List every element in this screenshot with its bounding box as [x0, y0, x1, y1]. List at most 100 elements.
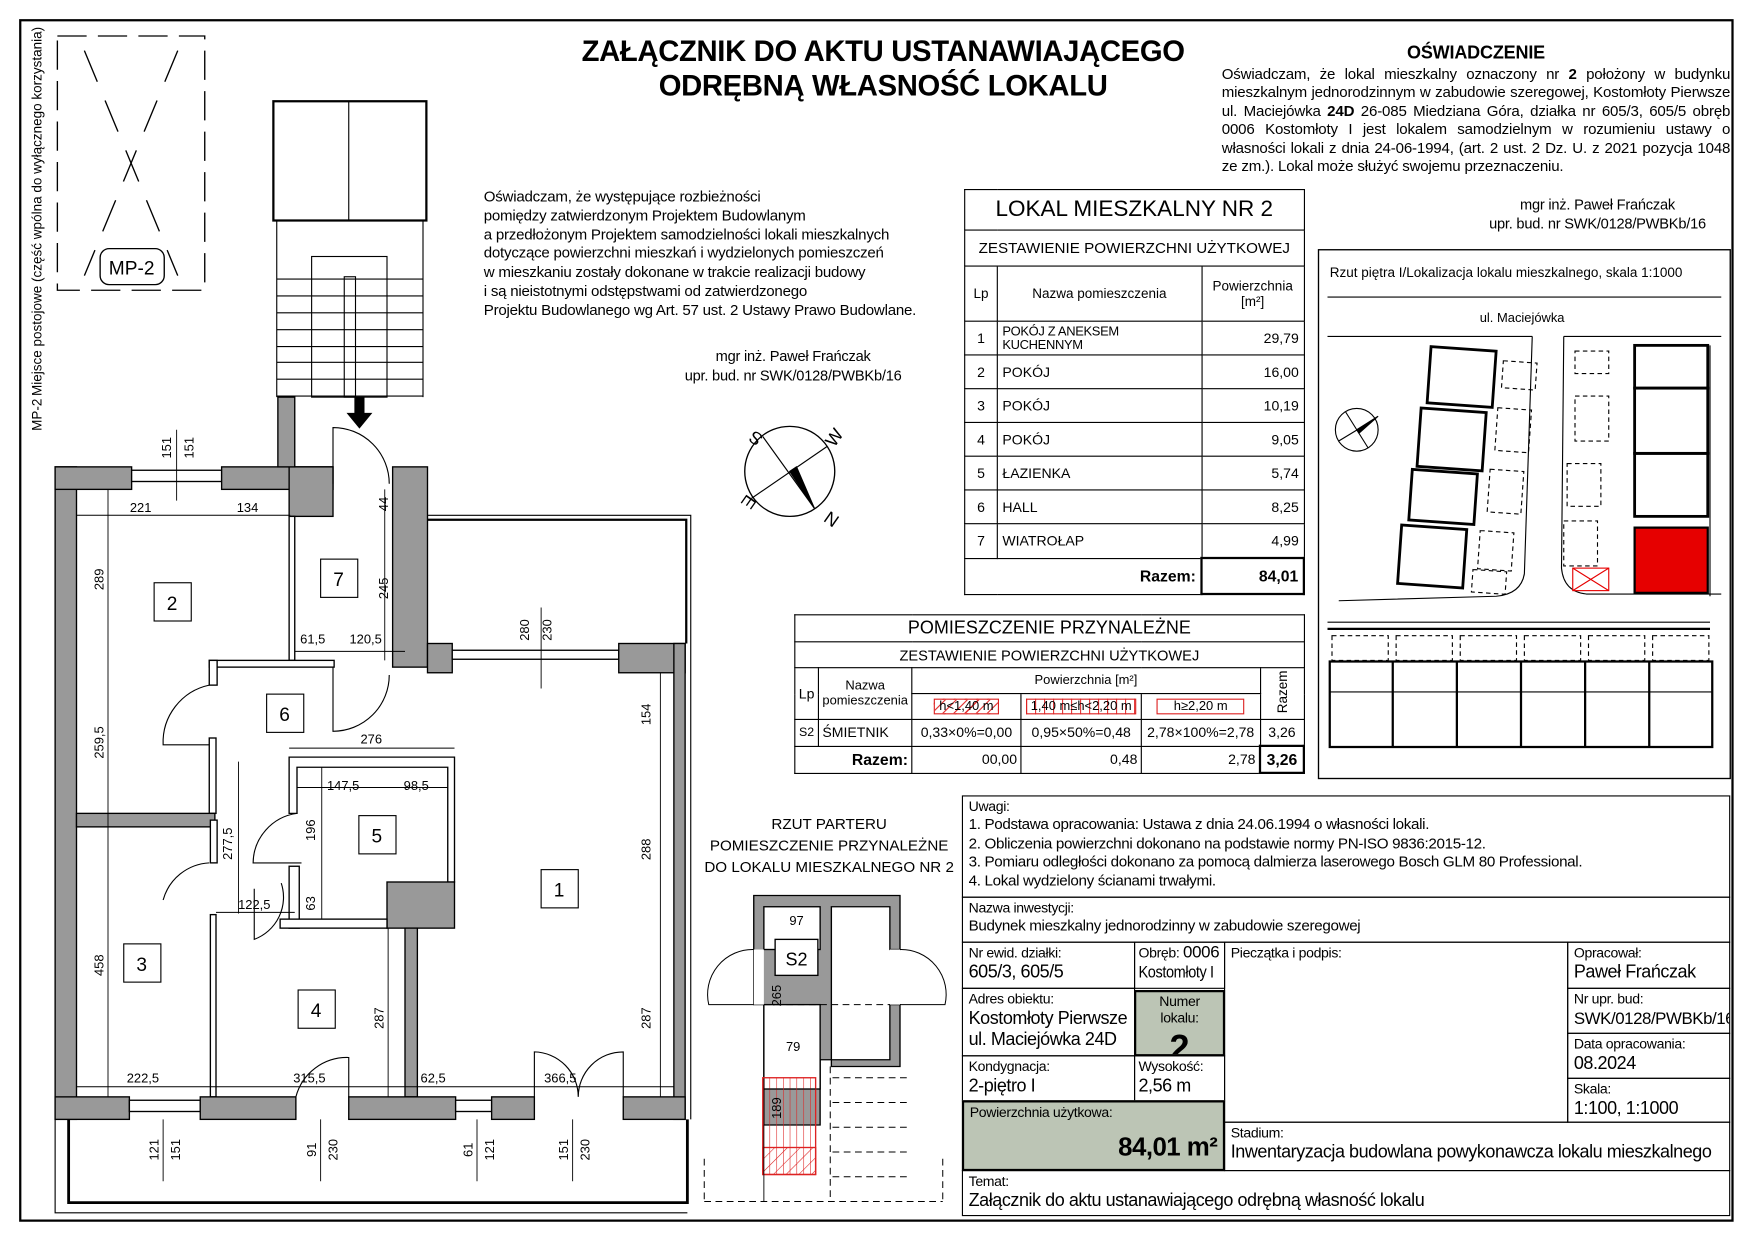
- floor-plan: [54, 396, 686, 1121]
- dim-label: 221: [130, 500, 152, 515]
- row-name: POKÓJ Z ANEKSEM KUCHENNYM: [996, 320, 1203, 356]
- stamp-label: Pieczątka i podpis:: [1230, 945, 1342, 961]
- statement-license: upr. bud. nr SWK/0128/PWBKb/16: [1489, 214, 1706, 232]
- room-label-7: 7: [333, 570, 344, 591]
- row-area: 5,74: [1200, 455, 1305, 491]
- dimension-lines: [76, 429, 674, 1182]
- aux-col-area: Powierzchnia [m²]: [911, 667, 1261, 695]
- declaration-block: Oświadczam, że występujące rozbieżności …: [484, 188, 934, 320]
- dim-label: 458: [92, 954, 107, 976]
- aux-total-h3: 2,78: [1140, 745, 1261, 774]
- room-label-2: 2: [167, 594, 178, 615]
- site-plan-title: Rzut piętra I/Lokalizacja lokalu mieszka…: [1330, 265, 1683, 280]
- row-area: 16,00: [1200, 354, 1305, 390]
- statement-house-number: 24D: [1327, 102, 1355, 120]
- row-area: 9,05: [1200, 421, 1305, 457]
- aux-row-h3: 2,78×100%=2,78: [1140, 718, 1261, 747]
- aux-col-lp: Lp: [794, 667, 819, 720]
- aux-table-subtitle: ZESTAWIENIE POWIERZCHNI UŻYTKOWEJ: [794, 641, 1305, 669]
- parking-label-box: [99, 247, 165, 286]
- aux-dim-label: 265: [769, 985, 784, 1007]
- row-lp: 4: [964, 421, 998, 457]
- row-name: WIATROŁAP: [996, 523, 1203, 559]
- room-label-5: 5: [372, 827, 383, 848]
- dim-label: 151: [556, 1139, 571, 1161]
- dim-label: 288: [638, 839, 653, 861]
- row-area: 10,19: [1200, 388, 1305, 423]
- investment-label: Nazwa inwestycji:: [968, 900, 1075, 916]
- dim-label: 63: [303, 896, 318, 910]
- statement-text: Oświadczam, że lokal mieszkalny oznaczon…: [1222, 65, 1731, 176]
- declaration-line: Projektu Budowlanego wg Art. 57 ust. 2 U…: [483, 301, 917, 319]
- parcel-value: 605/3, 605/5: [968, 963, 1064, 983]
- subject-cell: Temat: Załącznik do aktu ustanawiającego…: [961, 1170, 1731, 1217]
- row-lp: 5: [964, 455, 998, 491]
- entrance-arrow-icon: [346, 397, 373, 429]
- scale-value: 1:100, 1:1000: [1573, 1099, 1679, 1119]
- note-item: 3. Pomiaru odległości dokonano za pomocą…: [968, 852, 1583, 870]
- stage-cell: Stadium: Inwentaryzacja budowlana powyko…: [1224, 1121, 1731, 1172]
- height-value: 2,56 m: [1138, 1076, 1192, 1096]
- dim-label: 277,5: [220, 828, 235, 860]
- col-header-area: Powierzchnia[m²]: [1200, 265, 1305, 322]
- dim-label: 61: [461, 1143, 476, 1157]
- floor-cell: Kondygnacja: 2-piętro I: [961, 1055, 1136, 1102]
- declaration-line: Oświadczam, że występujące rozbieżności: [483, 187, 761, 205]
- unit-number-label: Numer lokalu:: [1159, 993, 1200, 1026]
- dim-label: 122,5: [238, 897, 270, 912]
- aux-area-table: POMIESZCZENIE PRZYNALEŻNE ZESTAWIENIE PO…: [794, 614, 1305, 774]
- declaration-line: i są nieistotnymi odstępstwami od zatwie…: [483, 282, 808, 300]
- stage-value: Inwentaryzacja budowlana powykonawcza lo…: [1230, 1143, 1712, 1163]
- row-lp: 2: [964, 354, 998, 390]
- note-item: 1. Podstawa opracowania: Ustawa z dnia 2…: [968, 815, 1430, 833]
- dim-label: 62,5: [421, 1070, 446, 1085]
- aux-row-name: ŚMIETNIK: [817, 718, 913, 747]
- parcel-cell: Nr ewid. działki: 605/3, 605/5: [961, 941, 1136, 989]
- usable-area-cell: Powierzchnia użytkowa: 84,01 m²: [961, 1100, 1226, 1172]
- height-label: Wysokość:: [1138, 1058, 1204, 1075]
- notes-cell: Uwagi: 1. Podstawa opracowania: Ustawa z…: [961, 795, 1731, 898]
- aux-room-label: S2: [785, 949, 807, 969]
- parcel-label: Nr ewid. działki:: [968, 945, 1062, 961]
- dim-label: 151: [168, 1139, 183, 1161]
- dim-label: 61,5: [300, 632, 325, 647]
- dim-label: 259,5: [92, 726, 107, 758]
- statement-text-part: położony w budynku mieszkalnym jednorodz…: [1221, 65, 1731, 120]
- aux-total-label: Razem:: [794, 745, 913, 774]
- dim-label: 120,5: [349, 632, 381, 647]
- compass-s: S: [745, 426, 766, 449]
- aux-total-sum: 3,26: [1258, 744, 1305, 774]
- site-plan: [1317, 249, 1731, 780]
- page-frame: [19, 19, 1734, 1222]
- row-lp: 6: [964, 489, 998, 525]
- aux-col-h2: 1,40 m≤h<2,20 m: [1020, 693, 1142, 720]
- statement-text-part: 26-085 Miedziana Góra, działka nr 605/3,…: [1221, 102, 1731, 175]
- declaration-line: w mieszkaniu zostały dokonane w trakcie …: [483, 263, 866, 281]
- aux-col-h1: h<1,40 m: [911, 693, 1022, 720]
- aux-plan-title-2: POMIESZCZENIE PRZYNALEŻNE: [710, 837, 949, 855]
- row-lp: 3: [964, 388, 998, 423]
- parking-side-code: MP-2: [30, 399, 45, 431]
- site-building-west: [1396, 345, 1538, 595]
- dim-label: 230: [578, 1139, 593, 1161]
- stage-label: Stadium:: [1230, 1125, 1284, 1141]
- author-cell: Opracował: Paweł Frańczak: [1567, 941, 1731, 989]
- highlighted-unit: [1633, 526, 1709, 594]
- license-value: SWK/0128/PWBKb/16: [1573, 1009, 1731, 1029]
- dim-label: 366,5: [544, 1070, 576, 1085]
- usable-area-label: Powierzchnia użytkowa:: [969, 1104, 1113, 1121]
- parking-side-text: Miejsce postojowe (część wpólna do wyłąc…: [30, 27, 45, 396]
- dim-label: 276: [360, 732, 382, 747]
- subject-value: Załącznik do aktu ustanawiającego odrębn…: [968, 1191, 1425, 1211]
- unit-table-subtitle: ZESTAWIENIE POWIERZCHNI UŻYTKOWEJ: [964, 229, 1305, 267]
- precinct-label: Obręb:: [1138, 945, 1180, 961]
- site-compass-icon: [1334, 407, 1379, 452]
- compass-icon: [744, 425, 836, 518]
- license-label: Nr upr. bud:: [1573, 991, 1644, 1007]
